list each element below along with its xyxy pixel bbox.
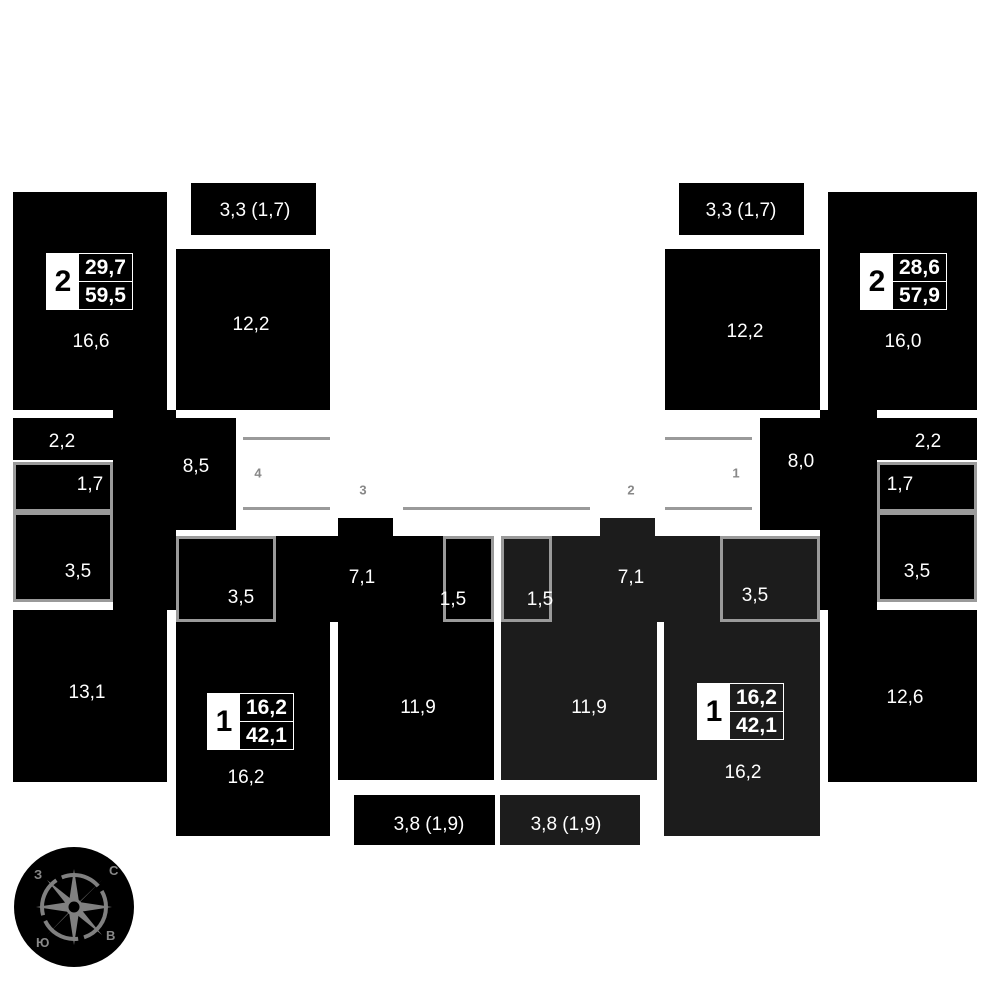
corridor-line bbox=[403, 507, 590, 510]
room-living-b[interactable] bbox=[828, 610, 977, 782]
area-label: 11,9 bbox=[400, 697, 436, 718]
area-label: 12,6 bbox=[886, 687, 924, 708]
area-label: 12,2 bbox=[232, 314, 270, 335]
area-label: 2,2 bbox=[914, 431, 942, 452]
hall[interactable] bbox=[820, 410, 877, 610]
hall[interactable] bbox=[552, 536, 720, 622]
balcony[interactable] bbox=[354, 795, 495, 845]
bathroom[interactable] bbox=[720, 536, 820, 622]
area-label: 3,8 (1,9) bbox=[393, 814, 465, 835]
kitchen[interactable] bbox=[338, 622, 494, 780]
corridor-line bbox=[243, 507, 330, 510]
total-area: 42,1 bbox=[246, 724, 287, 747]
area-label: 8,5 bbox=[182, 456, 210, 477]
area-label: 3,8 (1,9) bbox=[530, 814, 602, 835]
balcony[interactable] bbox=[500, 795, 640, 845]
balcony[interactable] bbox=[679, 183, 804, 235]
kitchen[interactable] bbox=[176, 249, 330, 410]
total-area: 57,9 bbox=[899, 284, 940, 307]
kitchen[interactable] bbox=[501, 622, 657, 780]
area-label: 8,0 bbox=[787, 451, 815, 472]
hall[interactable] bbox=[113, 410, 176, 610]
bathroom[interactable] bbox=[176, 536, 276, 622]
apartment-number: 4 bbox=[254, 465, 262, 481]
area-label: 3,3 (1,7) bbox=[705, 200, 777, 221]
total-area: 59,5 bbox=[85, 284, 126, 307]
area-label: 3,5 bbox=[741, 585, 769, 606]
area-label: 1,7 bbox=[886, 474, 914, 495]
balcony[interactable] bbox=[191, 183, 316, 235]
living-area: 29,7 bbox=[79, 254, 132, 282]
area-label: 7,1 bbox=[617, 567, 645, 588]
corridor-line bbox=[243, 437, 330, 440]
area-label: 3,5 bbox=[227, 587, 255, 608]
compass: З С В Ю bbox=[14, 847, 134, 967]
area-label: 12,2 bbox=[726, 321, 764, 342]
kitchen[interactable] bbox=[665, 249, 820, 410]
wc[interactable] bbox=[877, 462, 977, 512]
living-area: 16,2 bbox=[240, 694, 293, 722]
area-label: 1,7 bbox=[76, 474, 104, 495]
wc[interactable] bbox=[13, 462, 113, 512]
storage[interactable] bbox=[877, 418, 977, 460]
area-label: 16,2 bbox=[724, 762, 762, 783]
hall-bump bbox=[600, 518, 655, 536]
hall[interactable] bbox=[276, 536, 444, 622]
compass-south: Ю bbox=[36, 935, 50, 950]
corridor-line bbox=[665, 437, 752, 440]
area-label: 3,5 bbox=[903, 561, 931, 582]
wc[interactable] bbox=[443, 536, 494, 622]
room-count: 1 bbox=[208, 694, 240, 749]
area-label: 7,1 bbox=[348, 567, 376, 588]
wc[interactable] bbox=[501, 536, 552, 622]
bathroom[interactable] bbox=[877, 512, 977, 602]
room-living-b[interactable] bbox=[13, 610, 167, 782]
room-count: 1 bbox=[698, 684, 730, 739]
hall-ext[interactable] bbox=[176, 418, 236, 530]
area-label: 16,6 bbox=[72, 331, 110, 352]
living-area: 16,2 bbox=[730, 684, 783, 712]
area-label: 13,1 bbox=[68, 682, 106, 703]
storage[interactable] bbox=[13, 418, 113, 460]
total-area: 42,1 bbox=[736, 714, 777, 737]
compass-east: В bbox=[106, 928, 116, 943]
compass-west: З bbox=[34, 867, 43, 882]
area-label: 3,5 bbox=[64, 561, 92, 582]
area-label: 11,9 bbox=[571, 697, 607, 718]
corridor-line bbox=[665, 507, 752, 510]
living-area: 28,6 bbox=[893, 254, 946, 282]
room-count: 2 bbox=[47, 254, 79, 309]
area-label: 2,2 bbox=[48, 431, 76, 452]
area-label: 1,5 bbox=[439, 589, 467, 610]
bathroom[interactable] bbox=[13, 512, 113, 602]
apartment-number: 3 bbox=[359, 482, 367, 498]
area-label: 1,5 bbox=[526, 589, 554, 610]
area-label: 16,0 bbox=[884, 331, 922, 352]
room-count: 2 bbox=[861, 254, 893, 309]
compass-north: С bbox=[109, 863, 119, 878]
apartment-number: 1 bbox=[732, 465, 740, 481]
area-label: 16,2 bbox=[227, 767, 265, 788]
hall-bump bbox=[338, 518, 393, 536]
compass-rose-icon bbox=[14, 847, 134, 967]
apartment-number: 2 bbox=[627, 482, 635, 498]
area-label: 3,3 (1,7) bbox=[219, 200, 291, 221]
hall-ext[interactable] bbox=[760, 418, 820, 530]
